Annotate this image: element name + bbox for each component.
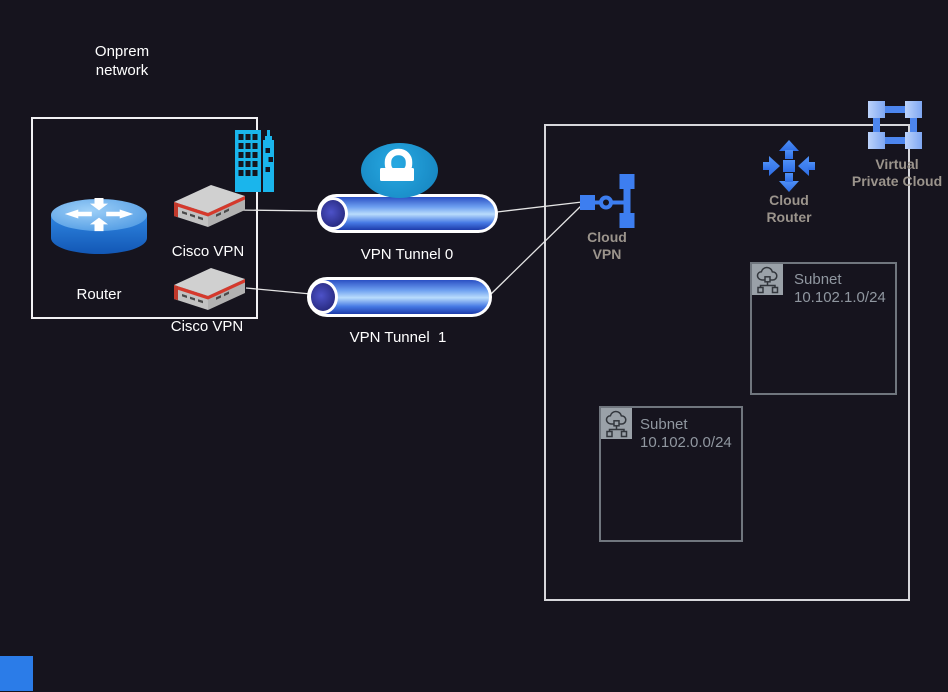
padlock-icon (380, 148, 414, 181)
cloud-router-label: Cloud Router (766, 192, 812, 225)
cisco-vpn-2-label: Cisco VPN (170, 318, 244, 335)
cloud-vpn-label: Cloud VPN (587, 229, 627, 262)
cloud-router-icon[interactable] (763, 140, 815, 192)
vpn-tunnel-0-label: VPN Tunnel 0 (360, 246, 454, 263)
router-icon[interactable] (50, 198, 148, 255)
vpc-box[interactable] (544, 124, 910, 601)
subnet-1-box[interactable] (750, 262, 897, 395)
vpn-tunnel-1-label: VPN Tunnel 1 (349, 329, 447, 346)
vpn-tunnel-1-shape[interactable] (307, 277, 492, 317)
vpn-tunnel-0-shape[interactable] (317, 194, 498, 233)
tunnel-cap (308, 280, 338, 314)
onprem-network-box[interactable] (31, 117, 258, 319)
onprem-network-label: Onprem network (94, 43, 150, 79)
subnet-2-label: Subnet 10.102.0.0/24 (640, 416, 732, 451)
cisco-vpn-1-label: Cisco VPN (171, 243, 245, 260)
tunnel-cap (318, 197, 348, 230)
blue-rectangle[interactable] (0, 656, 33, 691)
subnet-1-icon (752, 264, 783, 295)
cisco-vpn-device-1-icon[interactable] (172, 183, 247, 229)
lock-badge[interactable] (361, 143, 438, 198)
subnet-2-box[interactable] (599, 406, 743, 542)
router-label: Router (76, 286, 122, 303)
subnet-2-icon (601, 408, 632, 439)
virtual-private-cloud-icon[interactable] (868, 101, 922, 149)
subnet-1-label: Subnet 10.102.1.0/24 (794, 271, 886, 306)
cloud-vpn-icon[interactable] (580, 174, 638, 228)
virtual-private-cloud-label: Virtual Private Cloud (851, 156, 943, 189)
office-building-icon[interactable] (235, 130, 274, 192)
cisco-vpn-device-2-icon[interactable] (172, 266, 247, 312)
